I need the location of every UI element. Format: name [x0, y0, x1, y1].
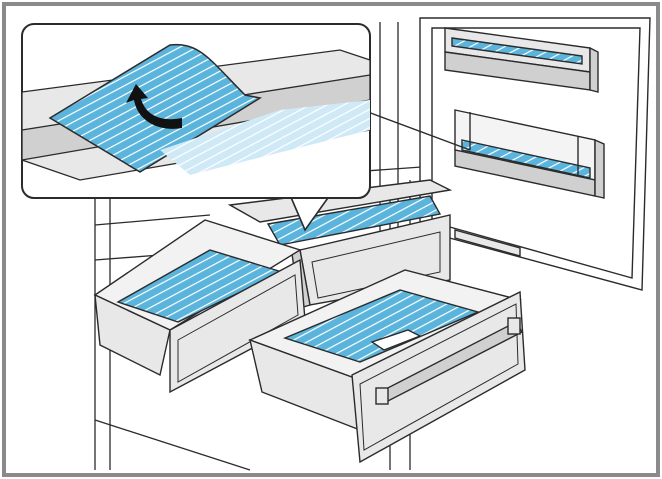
curved-arrow-icon [126, 84, 182, 129]
drawer-upper-left [93, 219, 306, 394]
fridge-interior [94, 22, 451, 471]
handle-bar-icon [375, 317, 523, 405]
zoom-callout [21, 23, 371, 199]
door-shelf-bottom [454, 109, 605, 199]
callout-leader [367, 111, 471, 151]
door-shelf-top [444, 27, 599, 93]
drawer-lower [248, 269, 526, 464]
lifted-mat [48, 43, 263, 173]
